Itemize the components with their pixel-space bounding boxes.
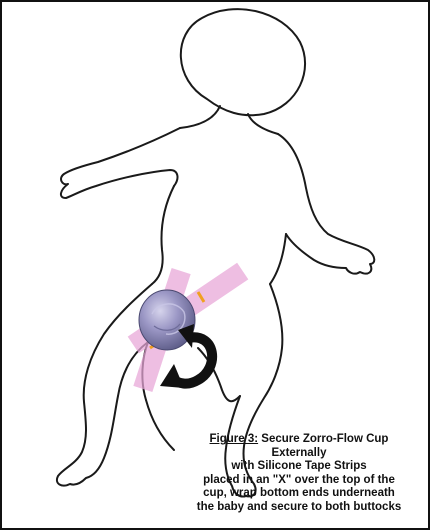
caption-line-2: Externally — [170, 447, 428, 461]
figure-label: Figure 3: — [210, 433, 259, 445]
baby-torso-left — [152, 186, 174, 284]
caption-line-5: cup, wrap bottom ends underneath — [170, 487, 428, 501]
caption-line-6: the baby and secure to both buttocks — [170, 501, 428, 515]
caption-title: Secure Zorro-Flow Cup — [261, 433, 388, 445]
baby-left-arm — [61, 128, 180, 198]
caption-line-3: with Silicone Tape Strips — [170, 460, 428, 474]
baby-torso-right — [270, 234, 286, 284]
baby-outline-icon — [57, 9, 374, 496]
baby-head — [181, 9, 305, 115]
caption-line-4: placed in an "X" over the top of the — [170, 474, 428, 488]
baby-right-arm — [278, 134, 374, 274]
figure-caption: Figure 3: Secure Zorro-Flow Cup External… — [170, 433, 428, 515]
caption-line-1: Figure 3: Secure Zorro-Flow Cup — [170, 433, 428, 447]
